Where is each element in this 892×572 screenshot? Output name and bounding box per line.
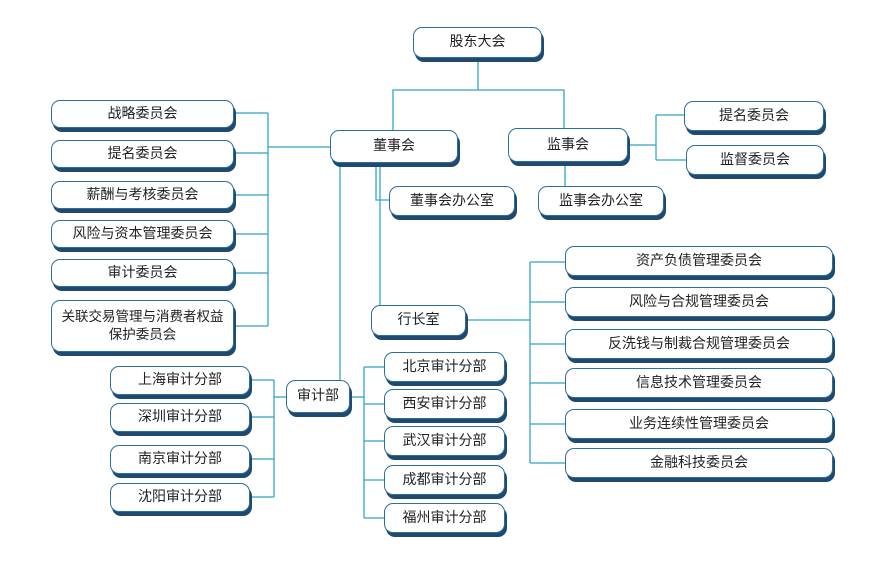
mgmt-committee-bcm: 业务连续性管理委员会 (565, 409, 833, 439)
audit-branch-shanghai: 上海审计分部 (110, 366, 250, 395)
mgmt-committee-fintech: 金融科技委员会 (565, 448, 833, 478)
mgmt-committee-alm: 资产负债管理委员会 (565, 246, 833, 276)
node-board-of-supervisors: 监事会 (508, 128, 628, 162)
audit-branch-nanjing: 南京审计分部 (110, 445, 250, 474)
audit-branch-xian: 西安审计分部 (384, 389, 505, 419)
audit-branch-fuzhou: 福州审计分部 (384, 503, 505, 533)
audit-branch-shenyang: 沈阳审计分部 (110, 483, 250, 512)
board-committee-nomination: 提名委员会 (51, 140, 234, 168)
board-committee-related-party: 关联交易管理与消费者权益保护委员会 (51, 300, 234, 352)
audit-branch-beijing: 北京审计分部 (384, 352, 505, 382)
node-president-office: 行长室 (371, 305, 466, 336)
supervisory-committee-supervision: 监督委员会 (686, 145, 824, 175)
node-board-of-directors: 董事会 (330, 130, 458, 163)
audit-branch-shenzhen: 深圳审计分部 (110, 403, 250, 432)
node-shareholders-meeting: 股东大会 (413, 27, 542, 58)
board-committee-remuneration: 薪酬与考核委员会 (51, 181, 234, 209)
mgmt-committee-it: 信息技术管理委员会 (565, 368, 833, 398)
audit-branch-chengdu: 成都审计分部 (384, 465, 505, 495)
board-committee-risk-capital: 风险与资本管理委员会 (51, 220, 234, 248)
audit-branch-wuhan: 武汉审计分部 (384, 426, 505, 456)
board-committee-audit: 审计委员会 (51, 259, 234, 287)
board-committee-strategy: 战略委员会 (51, 100, 234, 128)
mgmt-committee-risk-compliance: 风险与合规管理委员会 (565, 287, 833, 317)
node-supervisory-office: 监事会办公室 (538, 186, 664, 216)
node-audit-department: 审计部 (286, 380, 350, 413)
node-board-office: 董事会办公室 (389, 186, 515, 216)
mgmt-committee-aml: 反洗钱与制裁合规管理委员会 (565, 329, 833, 359)
supervisory-committee-nomination: 提名委员会 (684, 101, 824, 131)
